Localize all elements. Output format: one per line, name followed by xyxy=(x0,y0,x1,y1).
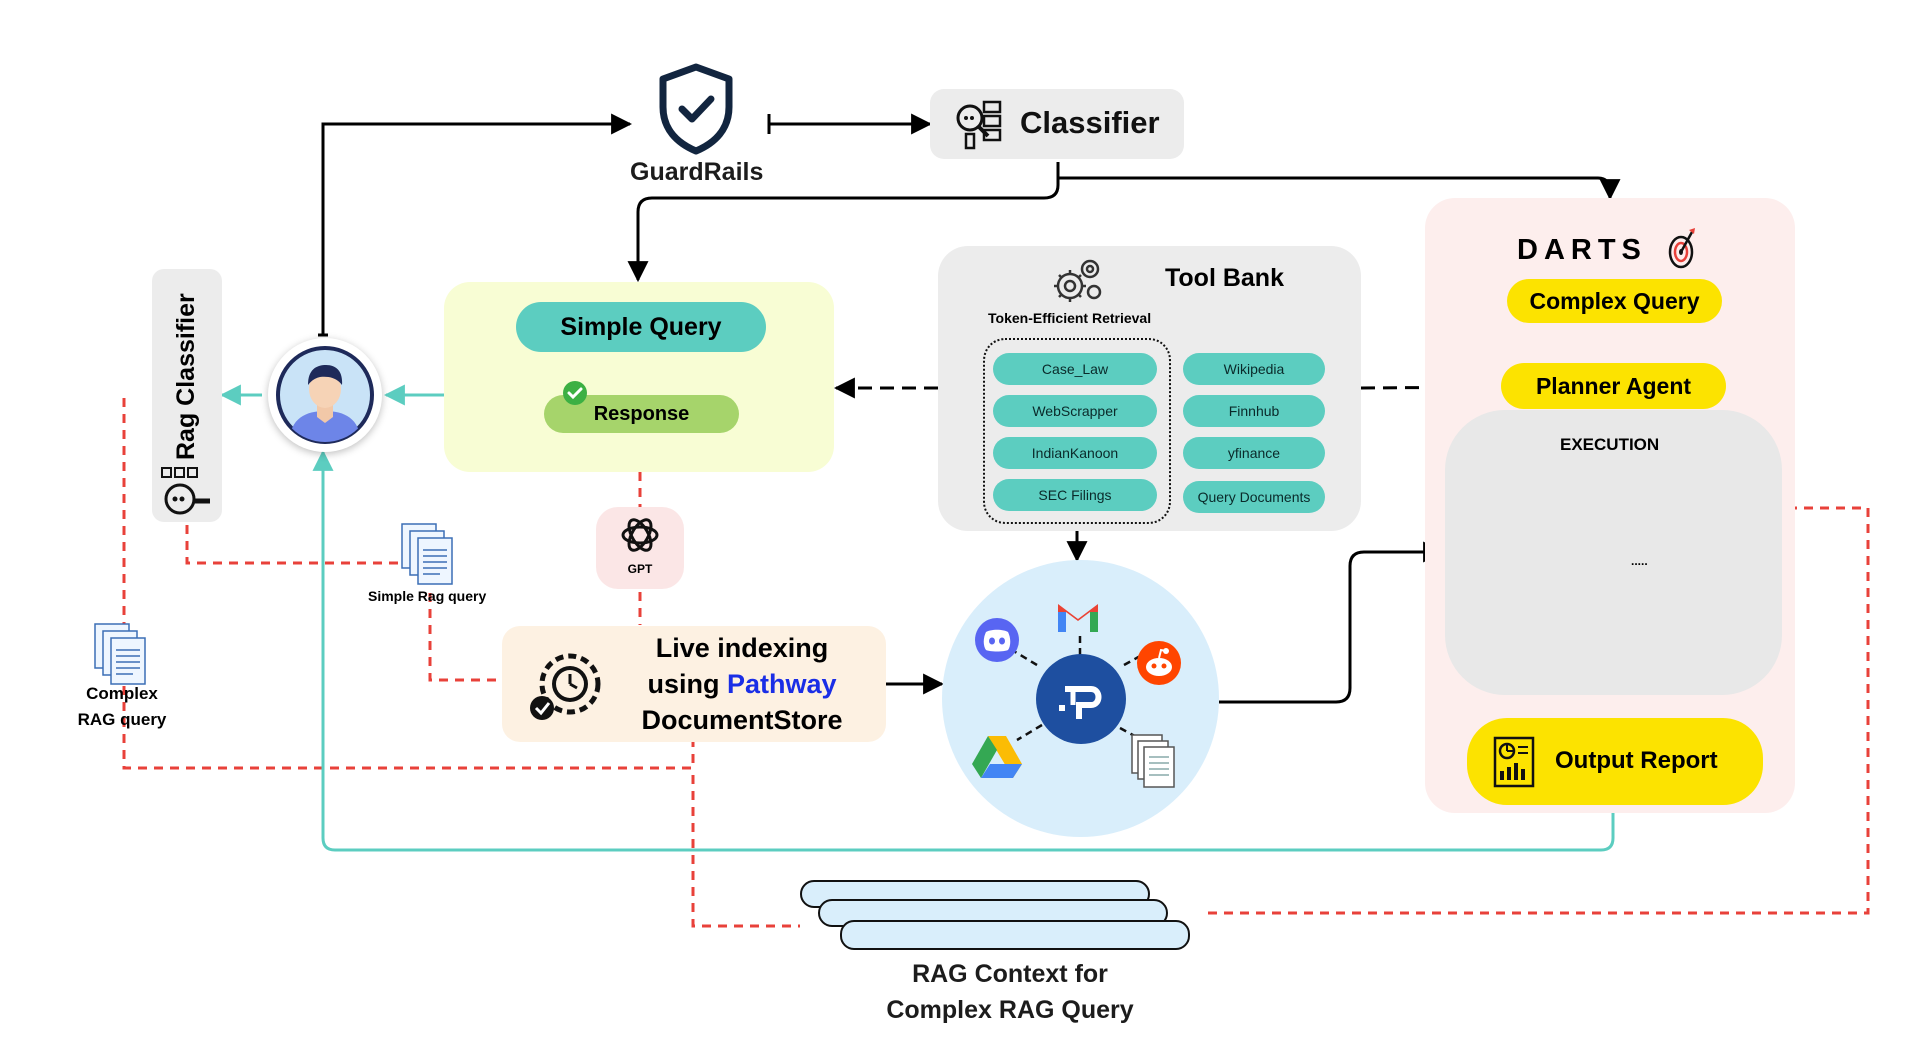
user-node xyxy=(268,338,382,452)
live-indexing-line1: Live indexing xyxy=(655,632,829,663)
complex-rag-documents-icon xyxy=(94,623,146,685)
tool-webscrapper: WebScrapper xyxy=(993,395,1157,427)
execution-panel xyxy=(1445,410,1782,695)
shield-check-icon xyxy=(659,63,733,155)
user-avatar-icon xyxy=(276,346,374,444)
classifier-node: Classifier xyxy=(930,89,1184,159)
rag-context-line1: RAG Context for xyxy=(912,960,1108,988)
tool-yfinance: yfinance xyxy=(1183,437,1325,469)
tool-indiankanoon: IndianKanoon xyxy=(993,437,1157,469)
google-drive-icon xyxy=(972,736,1022,778)
tool-wikipedia: Wikipedia xyxy=(1183,353,1325,385)
context-bar-3 xyxy=(840,920,1190,950)
tool-bank-subtitle: Token-Efficient Retrieval xyxy=(988,310,1152,326)
complex-query-pill: Complex Query xyxy=(1507,279,1722,323)
planner-agent-pill: Planner Agent xyxy=(1501,363,1726,409)
rag-classifier-node: Rag Classifier xyxy=(152,269,222,522)
darts-panel: DARTS Complex Query Planner Agent EXECUT… xyxy=(1425,198,1795,813)
live-indexing-line2: using Pathway xyxy=(612,666,872,702)
response-arrows xyxy=(219,384,1615,852)
reddit-icon xyxy=(1137,641,1181,685)
pathway-highlight: Pathway xyxy=(726,668,837,699)
darts-title: DARTS xyxy=(1517,234,1647,266)
classifier-label: Classifier xyxy=(1020,105,1160,140)
gpt-node: GPT xyxy=(596,507,684,589)
sources-circle xyxy=(942,560,1219,837)
simple-query-panel: Simple Query Response xyxy=(444,282,834,472)
tool-bank-panel: Tool Bank Token-Efficient Retrieval Case… xyxy=(938,246,1361,531)
classifier-icon xyxy=(956,100,1002,150)
clock-gear-icon xyxy=(530,653,601,720)
rag-classifier-icon xyxy=(161,467,210,515)
gears-icon xyxy=(1054,259,1102,302)
discord-icon xyxy=(975,618,1019,662)
live-indexing-line3: DocumentStore xyxy=(641,704,843,735)
openai-icon xyxy=(621,518,659,552)
gpt-label: GPT xyxy=(627,562,653,576)
tool-sec-filings: SEC Filings xyxy=(993,479,1157,511)
tool-finnhub: Finnhub xyxy=(1183,395,1325,427)
dartboard-icon xyxy=(1668,228,1695,269)
rag-classifier-label: Rag Classifier xyxy=(172,293,200,460)
report-icon xyxy=(1493,736,1535,788)
live-indexing-line2-prefix: using xyxy=(647,668,727,699)
rag-context-line2: Complex RAG Query xyxy=(886,996,1134,1024)
documents-icon xyxy=(1131,734,1175,788)
tool-case-law: Case_Law xyxy=(993,353,1157,385)
pathway-logo-glyph xyxy=(1059,686,1102,719)
execution-ellipsis: ..... xyxy=(1631,554,1648,568)
complex-rag-query-line1: Complex xyxy=(86,684,158,703)
guardrails-label: GuardRails xyxy=(630,158,764,186)
tool-bank-title: Tool Bank xyxy=(1165,264,1284,292)
simple-query-pill: Simple Query xyxy=(516,302,766,352)
token-efficient-group xyxy=(983,338,1171,524)
simple-rag-documents-icon xyxy=(401,523,453,585)
live-indexing-node: Live indexing using Pathway DocumentStor… xyxy=(502,626,886,742)
complex-rag-query-line2: RAG query xyxy=(77,710,167,729)
check-icon xyxy=(563,381,587,405)
execution-label: EXECUTION xyxy=(1560,435,1660,454)
simple-rag-query-label: Simple Rag query xyxy=(368,588,487,604)
pathway-logo-icon xyxy=(1036,654,1126,744)
output-report-pill: Output Report xyxy=(1467,718,1763,805)
tool-query-documents: Query Documents xyxy=(1183,481,1325,513)
gmail-icon xyxy=(1058,604,1098,632)
output-report-label: Output Report xyxy=(1555,747,1718,774)
